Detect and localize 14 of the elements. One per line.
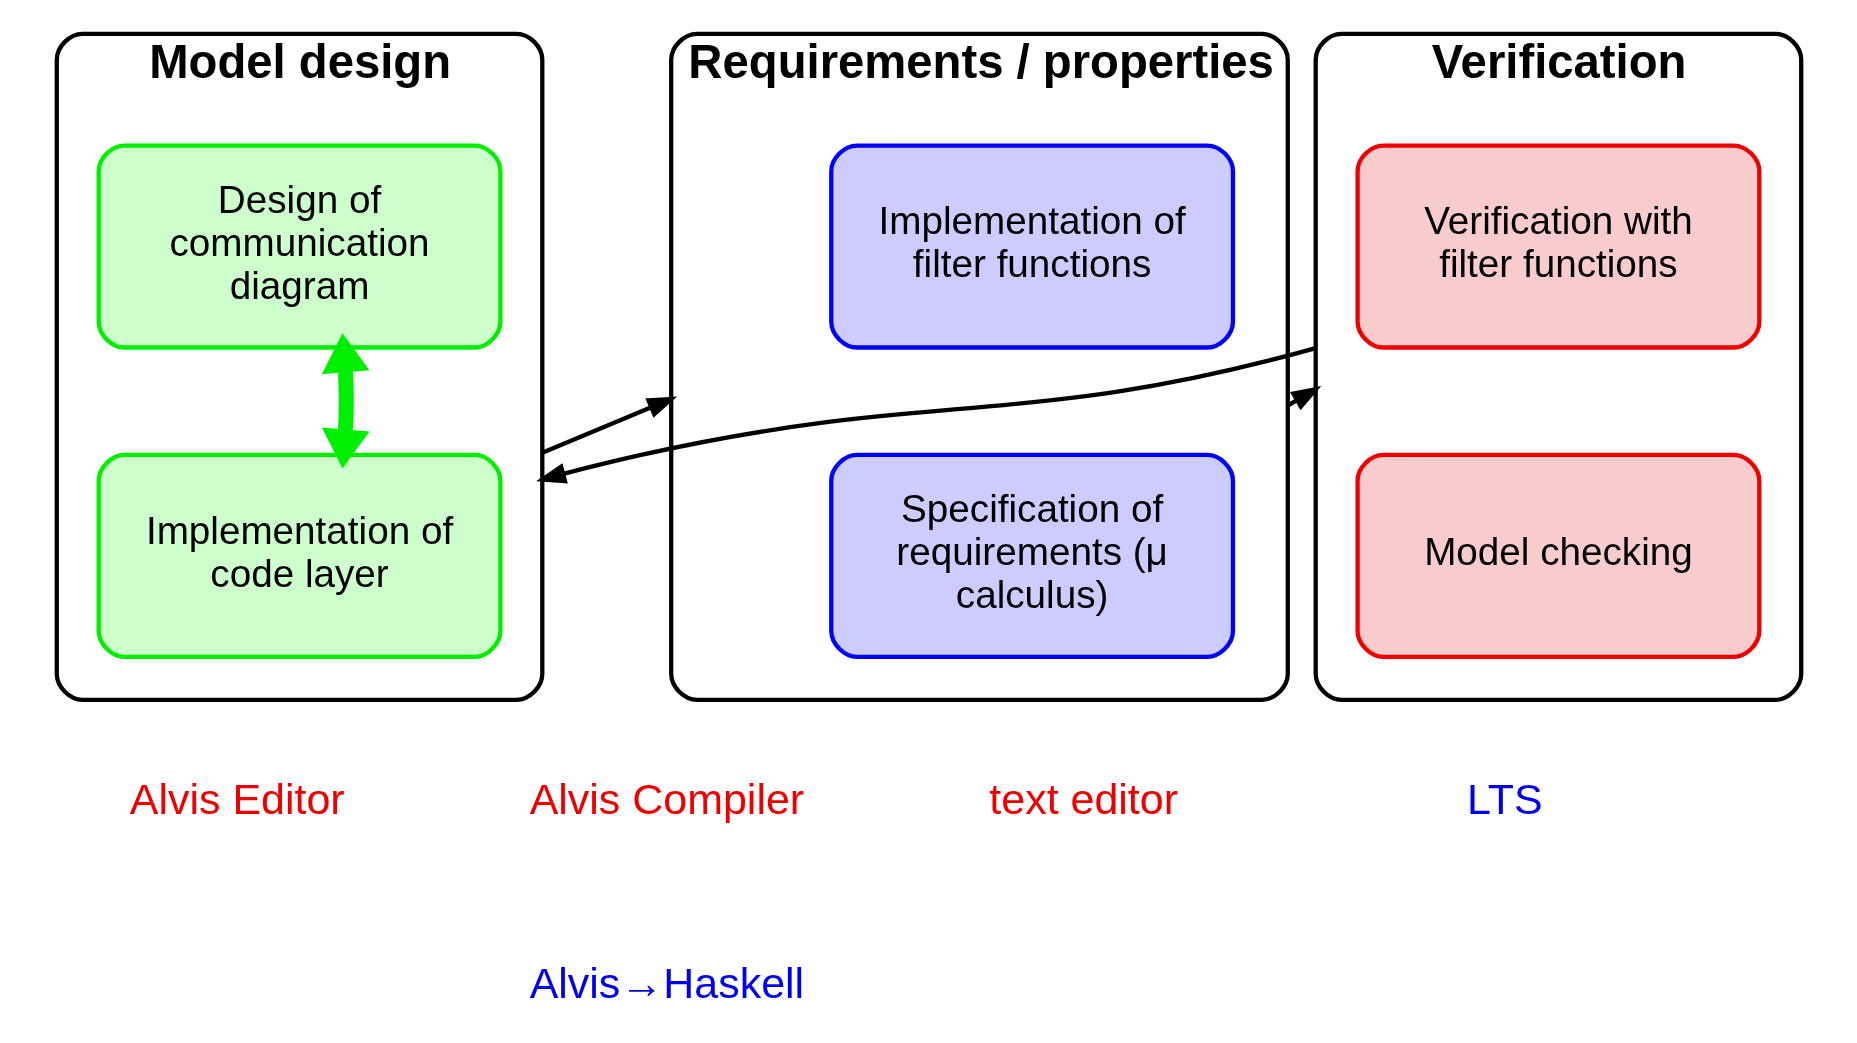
node-box: Implementation of filter functions [828,143,1235,350]
label: text editor [988,774,1178,823]
label: Alvis→Haskell [529,959,804,1008]
arrow [540,396,677,455]
node-box: Model checking [1354,452,1761,659]
arrow [321,333,370,469]
label: LTS [1466,774,1543,823]
label: Alvis Compiler [529,774,804,823]
node-box: Implementation of code layer [96,452,503,659]
node-box: Specification of requirements (μ calculus) [828,452,1235,659]
node-box: Verification with filter functions [1354,143,1761,350]
node-box: Design of communication diagram [96,143,503,350]
arrow [535,346,1316,484]
label: Alvis Editor [129,774,345,823]
